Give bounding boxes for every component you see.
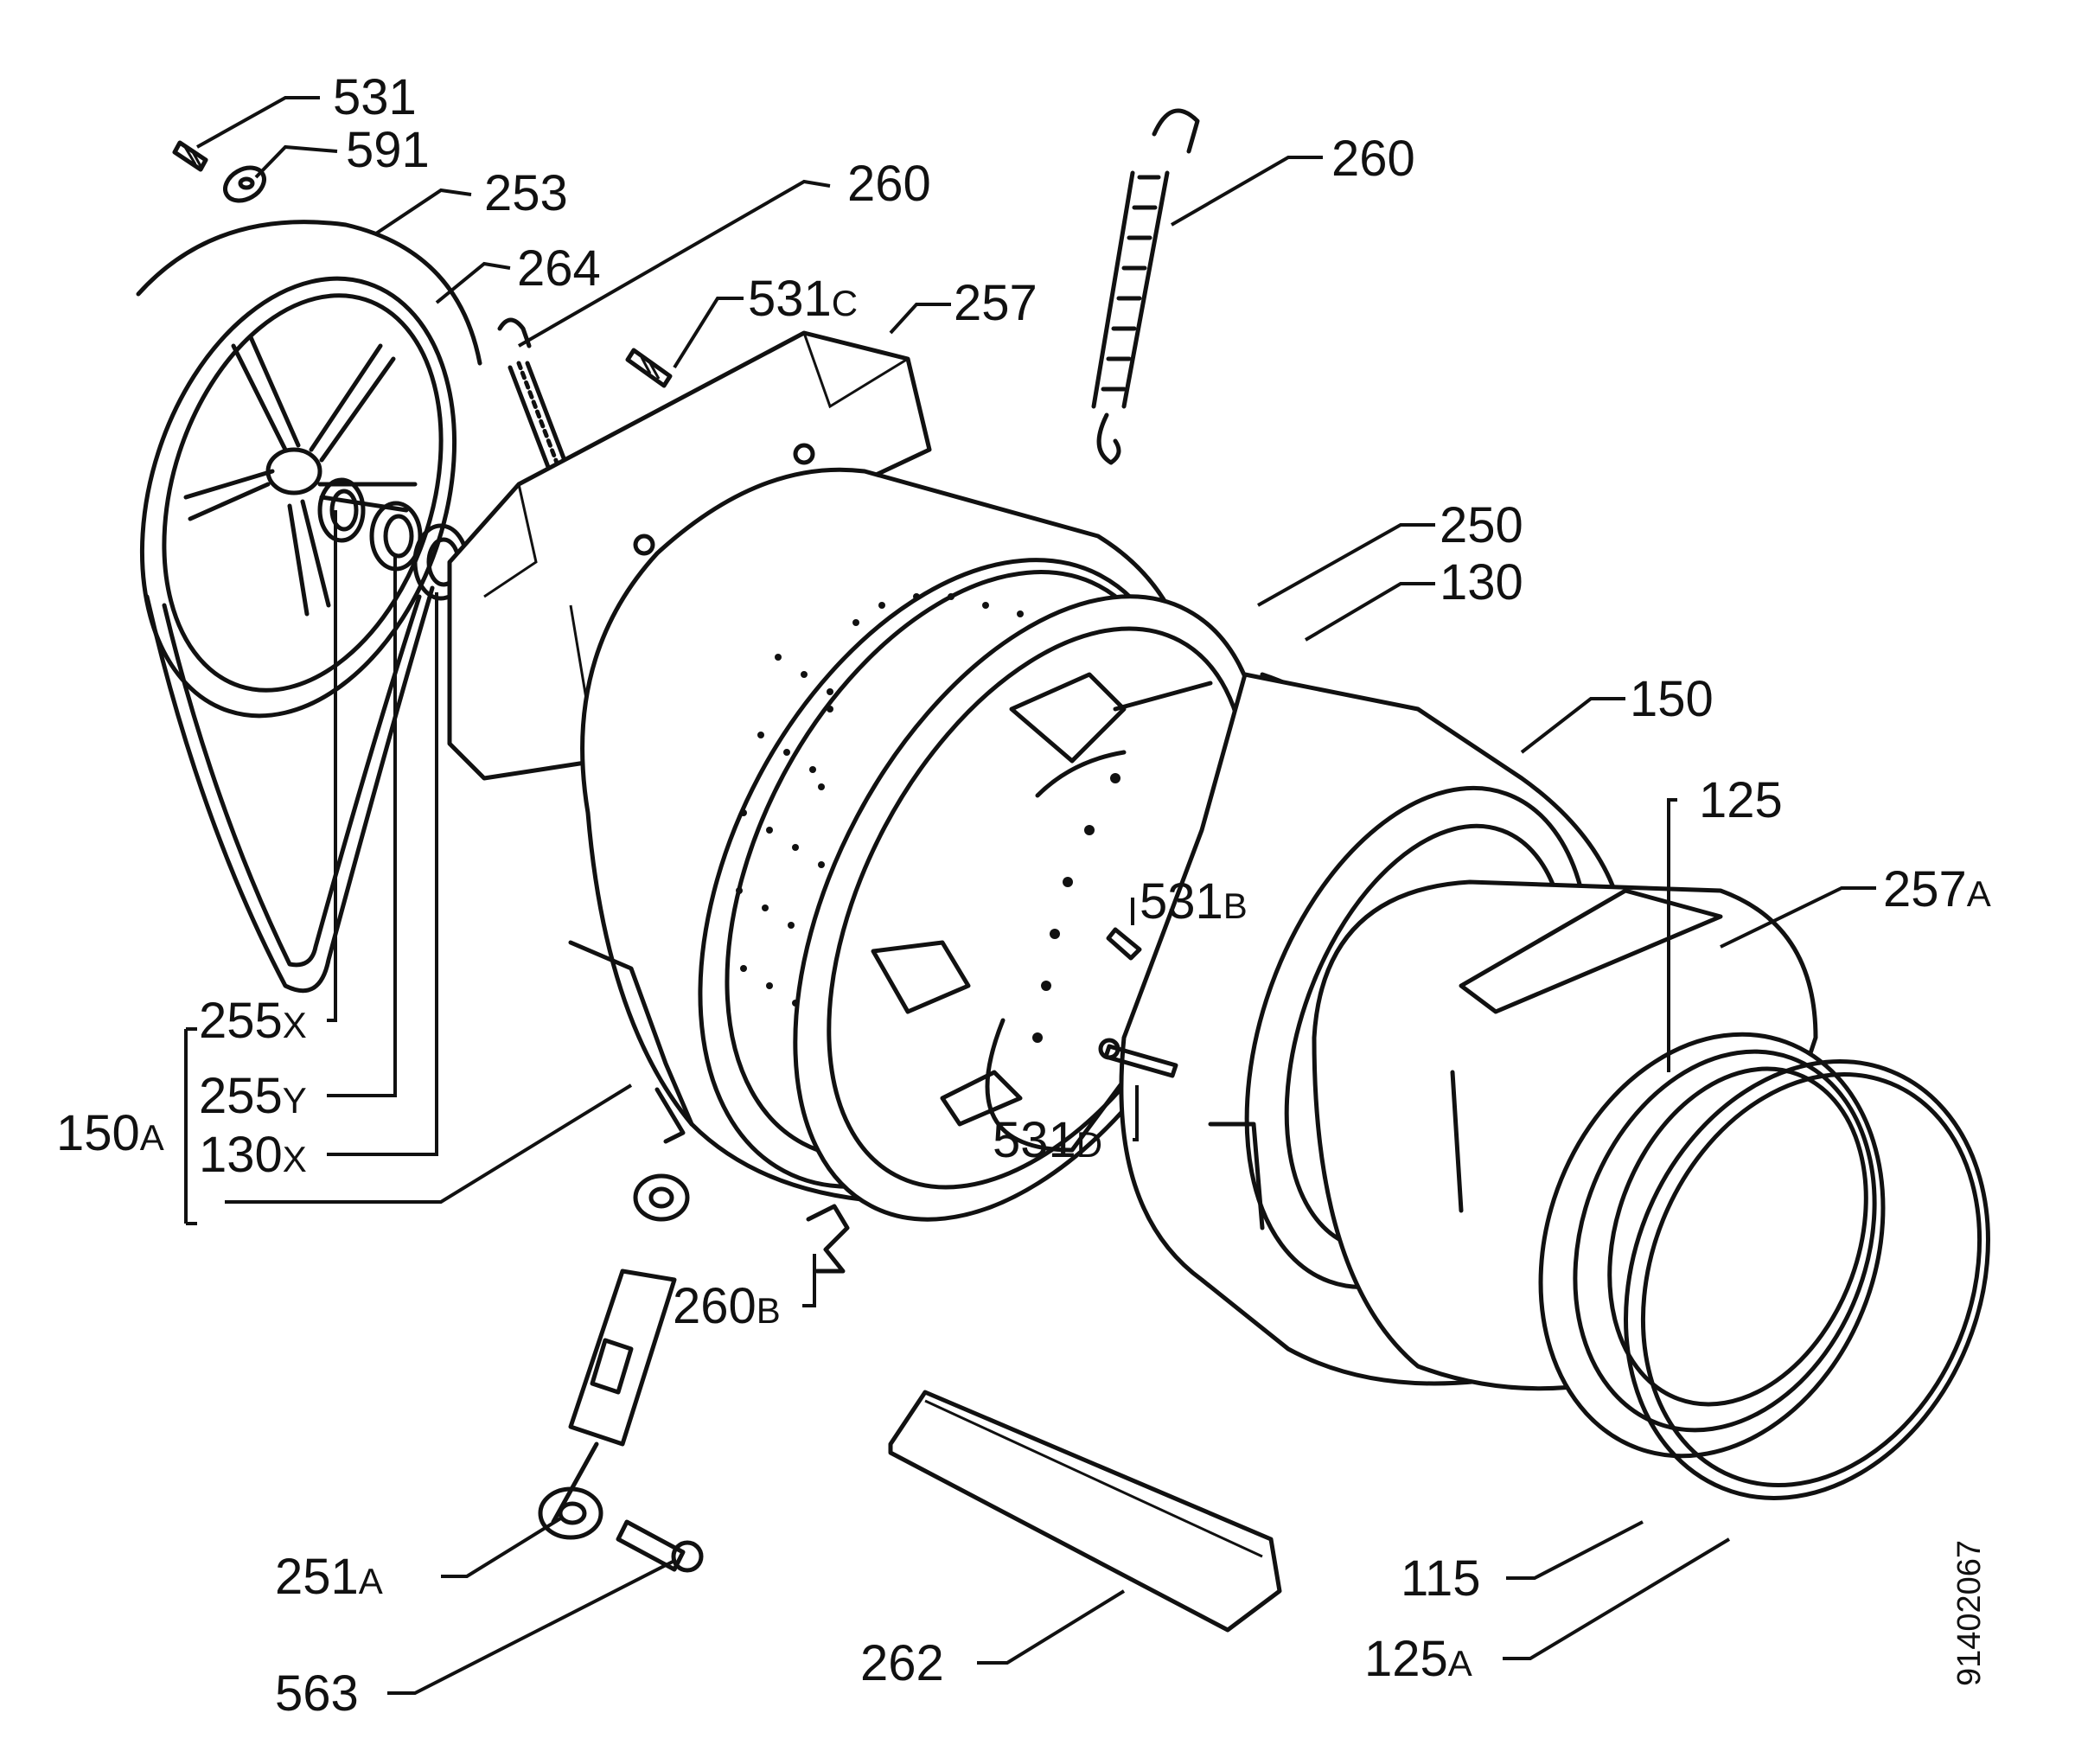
label-260b: 260B <box>673 1278 781 1334</box>
label-531c: 531C <box>748 271 858 327</box>
label-262: 262 <box>860 1635 944 1691</box>
label-125a: 125A <box>1364 1631 1472 1687</box>
part-251a-shock-absorber <box>538 1173 690 1540</box>
part-563-bolt <box>616 1519 704 1573</box>
label-253: 253 <box>484 165 568 221</box>
part-255x-bearing <box>317 477 366 543</box>
leader-lines <box>184 96 1876 1695</box>
label-531: 531 <box>333 69 417 125</box>
label-130x: 130X <box>199 1127 307 1183</box>
label-531d: 531D <box>993 1112 1102 1168</box>
label-531b: 531B <box>1140 873 1248 930</box>
label-125: 125 <box>1699 772 1783 828</box>
part-531b-screw <box>1106 927 1142 961</box>
part-125a-clamp-ring <box>1624 1059 1990 1500</box>
callout-labels: 531 591 253 260 264 531C 257 260 250 130… <box>56 69 1991 1722</box>
drawing-number: 91402067 <box>1951 1540 1988 1686</box>
label-251a: 251A <box>275 1549 383 1605</box>
part-260b-clip <box>806 1204 850 1274</box>
part-531d-bolt <box>1098 1038 1178 1078</box>
label-591: 591 <box>346 122 430 178</box>
part-262-weight-bar <box>888 1390 1282 1633</box>
label-260-right: 260 <box>1331 131 1415 187</box>
label-255y: 255Y <box>199 1068 307 1124</box>
label-563: 563 <box>275 1665 359 1722</box>
label-257a: 257A <box>1883 861 1991 917</box>
label-130: 130 <box>1440 554 1523 610</box>
part-531-screw <box>172 140 208 172</box>
label-255x: 255X <box>199 993 307 1049</box>
label-250: 250 <box>1440 497 1523 553</box>
label-264: 264 <box>517 240 601 297</box>
part-260-spring-right <box>1091 108 1200 465</box>
part-531c-screw <box>625 348 673 388</box>
part-591-washer <box>223 165 266 203</box>
label-150a: 150A <box>56 1105 164 1161</box>
label-260: 260 <box>847 156 931 212</box>
part-253-pulley <box>139 276 457 719</box>
label-115: 115 <box>1401 1550 1480 1607</box>
label-257: 257 <box>954 275 1038 331</box>
label-150: 150 <box>1630 671 1714 727</box>
